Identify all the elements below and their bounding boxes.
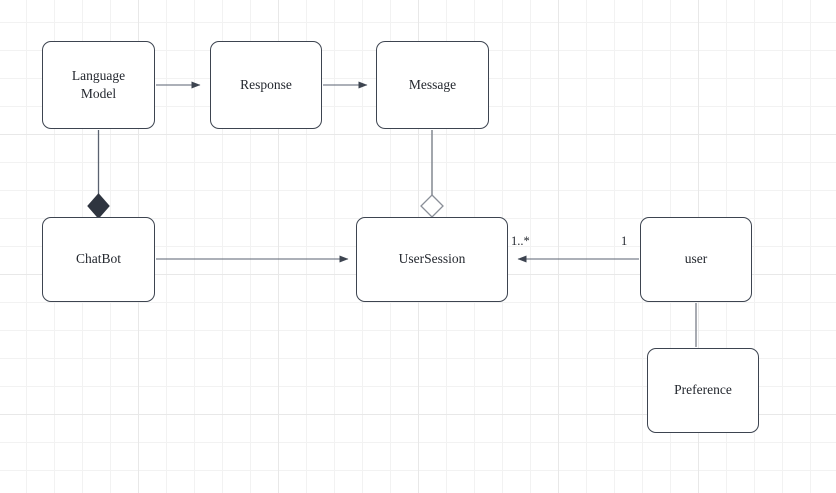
node-label-preference: Preference [674,382,732,398]
edge-label-multiplicity-many: 1..* [511,234,530,248]
node-language-model[interactable]: Language Model [42,41,155,129]
node-label-user: user [684,251,708,267]
node-label-message: Message [408,76,457,92]
edge-label-multiplicity-one: 1 [621,234,628,248]
node-label-chatbot: ChatBot [75,251,121,267]
node-message[interactable]: Message [376,41,489,129]
node-label-usersession: UserSession [398,251,466,267]
edge-lm-to-chatbot [87,130,110,219]
node-usersession[interactable]: UserSession [356,217,508,302]
hollow-diamond-icon [420,194,444,218]
node-label-response: Response [240,76,292,92]
node-user[interactable]: user [640,217,752,302]
filled-diamond-icon [87,193,110,219]
node-response[interactable]: Response [210,41,322,129]
node-preference[interactable]: Preference [647,348,759,433]
node-label-language-model: Language Model [71,67,126,101]
edge-message-to-session [420,130,444,218]
node-chatbot[interactable]: ChatBot [42,217,155,302]
